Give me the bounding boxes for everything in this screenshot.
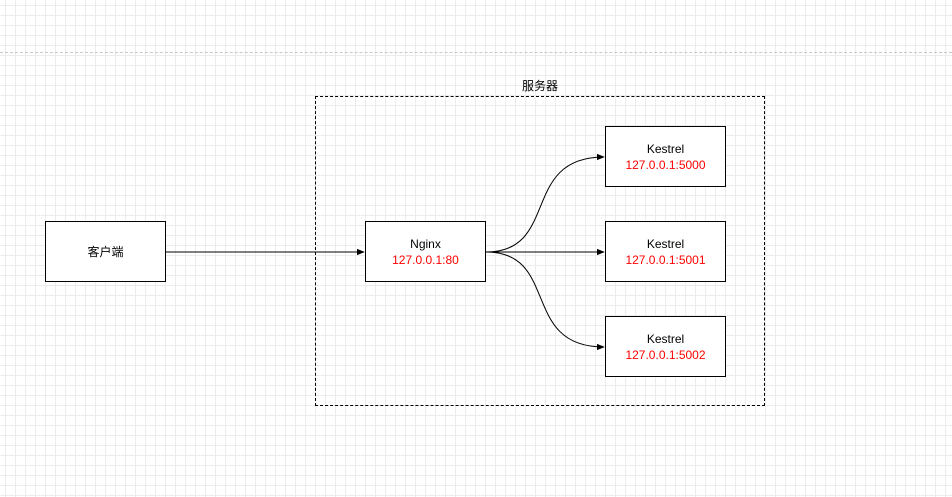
node-kestrel-2-name: Kestrel: [646, 236, 685, 251]
node-client-name: 客户端: [87, 244, 124, 259]
node-nginx-address: 127.0.0.1:80: [392, 252, 459, 267]
edge-nginx-kestrel-3: [485, 251, 605, 351]
server-container[interactable]: [315, 96, 765, 406]
node-kestrel-3-name: Kestrel: [646, 331, 685, 346]
node-kestrel-3[interactable]: Kestrel 127.0.0.1:5002: [605, 316, 726, 377]
node-kestrel-1-address: 127.0.0.1:5000: [625, 157, 706, 172]
node-kestrel-2[interactable]: Kestrel 127.0.0.1:5001: [605, 221, 726, 282]
edge-nginx-kestrel-1: [485, 153, 605, 253]
node-kestrel-3-address: 127.0.0.1:5002: [625, 347, 706, 362]
node-client[interactable]: 客户端: [45, 221, 166, 282]
node-kestrel-1-name: Kestrel: [646, 141, 685, 156]
node-nginx[interactable]: Nginx 127.0.0.1:80: [365, 221, 486, 282]
server-container-label: 服务器: [521, 79, 558, 93]
node-kestrel-1[interactable]: Kestrel 127.0.0.1:5000: [605, 126, 726, 187]
node-kestrel-2-address: 127.0.0.1:5001: [625, 252, 706, 267]
page-separator: [0, 52, 952, 53]
node-nginx-name: Nginx: [410, 236, 441, 251]
